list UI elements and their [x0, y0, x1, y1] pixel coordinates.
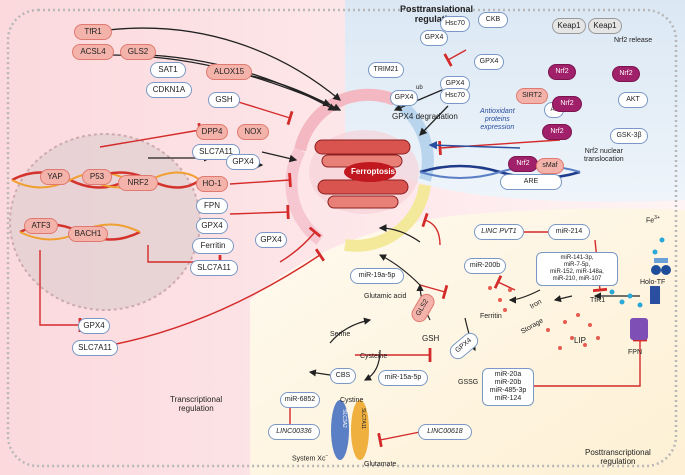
gsh-box: GSH — [208, 92, 240, 108]
lip-label: LIP — [574, 336, 587, 345]
bach1-box: BACH1 — [68, 226, 108, 242]
gpx4-box-d: GPX4 — [78, 318, 110, 334]
transcriptional-title: Transcriptional regulation — [170, 395, 223, 413]
tfr1-box: TfR1 — [74, 24, 112, 40]
nrf2-box: NRF2 — [118, 175, 158, 191]
nrf2-release-label: Nrf2 release — [614, 37, 653, 44]
mir-group1-box: miR-141-3p, miR-7-5p, miR-152, miR-148a,… — [536, 252, 618, 286]
p53-box: P53 — [82, 169, 112, 185]
glutamate-label: Glutamate — [364, 461, 397, 468]
mir15a-box: miR-15a-5p — [378, 370, 428, 386]
mir-group2-box: miR-20a miR-20b miR-485-3p miR-124 — [482, 368, 534, 406]
gssg-label: GSSG — [458, 379, 479, 386]
gpx4-degradation-label: GPX4 degradation — [392, 112, 458, 121]
hsc70-box: Hsc70 — [440, 16, 470, 32]
sirt2-box: SIRT2 — [516, 88, 548, 104]
fe3-label: Fe3+ — [646, 215, 660, 225]
ferroptosis-core — [344, 162, 396, 182]
ferritin-box: Ferritin — [192, 238, 234, 254]
alox15-box: ALOX15 — [206, 64, 252, 80]
nrf2-box-d: Nrf2 — [542, 124, 572, 140]
linc00618-box: LINC00618 — [418, 424, 472, 440]
slc7a11-box-c: SLC7A11 — [72, 340, 118, 356]
ferritin-label: Ferritin — [480, 313, 502, 320]
trim21-box: TRIM21 — [368, 62, 404, 78]
cysteine-label: Cysteine — [360, 353, 388, 360]
mir19a-box: miR-19a-5p — [350, 268, 404, 284]
gpx4-box-a: GPX4 — [226, 154, 260, 170]
cystine-label: Cystine — [340, 397, 364, 404]
linc00336-box: LINC00336 — [268, 424, 320, 440]
mir200b-box: miR-200b — [464, 258, 506, 274]
nrf2-box-e: Nrf2 — [508, 156, 538, 172]
mir6852-box: miR-6852 — [280, 392, 320, 408]
cell-membrane — [6, 8, 678, 468]
ub-label: ub — [416, 85, 423, 91]
smaf-box: sMaf — [536, 158, 564, 174]
mir214-box: miR-214 — [548, 224, 590, 240]
system-xc-label: System Xc− — [292, 453, 329, 463]
nrf2-box-b: Nrf2 — [612, 66, 640, 82]
hsc70-complex-box: Hsc70 — [440, 88, 470, 104]
atf3-box: ATF3 — [24, 218, 58, 234]
translocation-label: Nrf2 nuclear translocation — [584, 148, 624, 163]
gsk3b-box: GSK-3β — [610, 128, 648, 144]
gpx4-ckb: GPX4 — [420, 30, 448, 46]
nrf2-box-a: Nrf2 — [548, 64, 576, 80]
glutamic-label: Glutamic acid — [364, 293, 407, 300]
linc-pvt1-box: LINC PVT1 — [474, 224, 524, 240]
slc7a11-box-b: SLC7A11 — [190, 260, 238, 276]
keap1-box-b: Keap1 — [588, 18, 622, 34]
posttranslational-title: Posttranslational regulation — [400, 4, 474, 24]
posttranscriptional-title: Posttranscriptional regulation — [585, 448, 651, 466]
cbs-box: CBS — [330, 368, 356, 384]
gpx4-p-box: GPX4 — [474, 54, 504, 70]
yap-box: YAP — [40, 169, 70, 185]
keap1-box-a: Keap1 — [552, 18, 586, 34]
gpx4-box-b: GPX4 — [196, 218, 228, 234]
slc7a11-shape — [351, 400, 369, 460]
nrf2-box-c: Nrf2 — [552, 96, 582, 112]
fpn-box: FPN — [196, 198, 228, 214]
slc3a2-label: SLC3A2 — [340, 409, 347, 428]
gsh-label: GSH — [422, 334, 440, 343]
slc7a11-label: SLC7A11 — [360, 407, 367, 430]
ckb-box: CKB — [478, 12, 508, 28]
akt-box: AKT — [618, 92, 648, 108]
tfr1-label: TfR1 — [590, 297, 606, 304]
ferroptosis-label: Ferroptosis — [351, 167, 396, 176]
gls2-box: GLS2 — [120, 44, 156, 60]
ho1-box: HO-1 — [196, 176, 228, 192]
holo-tf-label: Holo-TF — [640, 279, 666, 286]
cdkn1a-box: CDKN1A — [146, 82, 192, 98]
gpx4-ub-box: GPX4 — [390, 90, 418, 106]
antioxidant-label: Antioxidant proteins expression — [480, 108, 515, 131]
are-box: ARE — [500, 174, 562, 190]
gpx4-box-c: GPX4 — [255, 232, 287, 248]
acsl4-box: ACSL4 — [72, 44, 114, 60]
fpn-label: FPN — [628, 349, 642, 356]
slc3a2-shape — [331, 400, 349, 460]
serine-label: Serine — [330, 331, 351, 338]
nox-box: NOX — [237, 124, 269, 140]
dpp4-box: DPP4 — [196, 124, 228, 140]
sat1-box: SAT1 — [150, 62, 186, 78]
